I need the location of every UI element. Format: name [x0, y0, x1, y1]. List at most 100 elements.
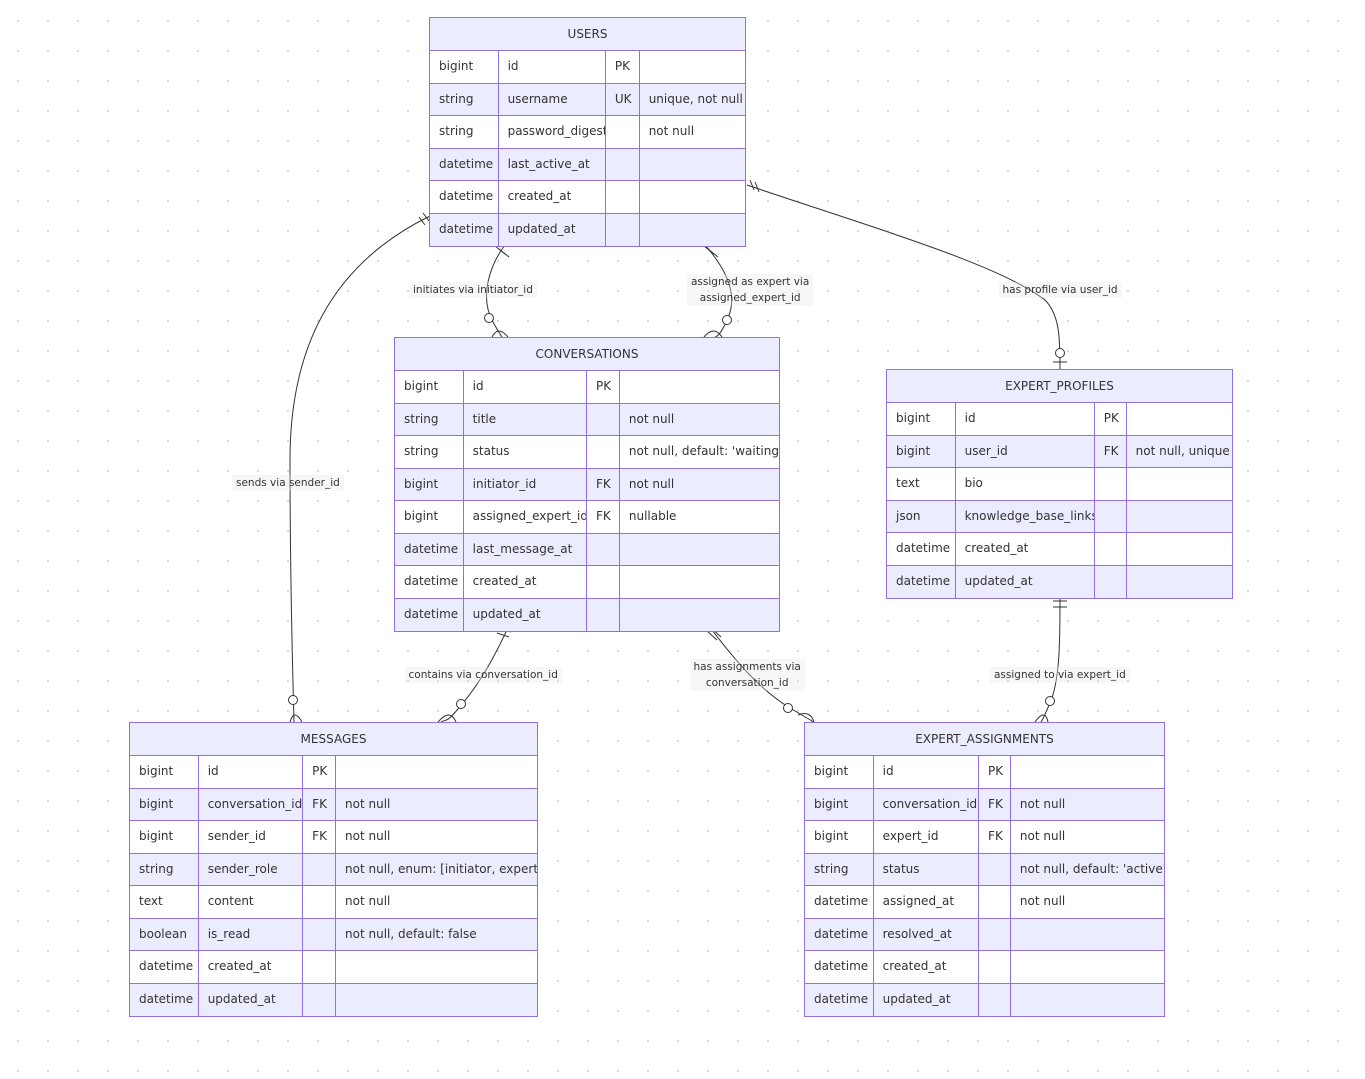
- attribute-type: datetime: [430, 181, 499, 213]
- attribute-name: created_at: [874, 951, 980, 983]
- attribute-key: [606, 116, 640, 148]
- crows-foot-marker: [289, 714, 303, 723]
- exactly-one-marker: [707, 248, 719, 258]
- relationship-label-users-expert-profiles: has profile via user_id: [998, 282, 1122, 298]
- relationship-label-line: has assignments via: [693, 661, 801, 673]
- attribute-name: last_active_at: [499, 148, 606, 180]
- attribute-type: string: [805, 853, 874, 885]
- entity-title: EXPERT_PROFILES: [887, 370, 1232, 403]
- attribute-comment: nullable: [628, 509, 677, 523]
- attribute-comment: [1127, 566, 1232, 599]
- attribute-type: boolean: [130, 918, 199, 950]
- attribute-comment: [1011, 756, 1164, 788]
- attribute-name: assigned_at: [874, 886, 980, 918]
- attribute-name: id: [499, 51, 606, 83]
- attribute-key: FK: [1095, 435, 1127, 467]
- attribute-type: datetime: [430, 148, 499, 180]
- attribute-comment: [620, 534, 779, 566]
- zero-marker: [783, 703, 793, 713]
- attribute-comment: [640, 51, 745, 83]
- attribute-key: [606, 213, 640, 246]
- attribute-name: updated_at: [956, 565, 1095, 598]
- relationship-label-conversations-expert-assignments: has assignments via conversation_id: [689, 659, 805, 691]
- relationship-label-conversations-messages: contains via conversation_id: [404, 667, 562, 683]
- attribute-comment: [336, 951, 537, 983]
- exactly-one-marker: [706, 630, 718, 641]
- attribute-type: datetime: [805, 983, 874, 1016]
- attribute-key: PK: [303, 756, 337, 788]
- attribute-type: string: [395, 403, 464, 435]
- entity-title: EXPERT_ASSIGNMENTS: [805, 723, 1164, 756]
- attribute-key: [1095, 500, 1127, 532]
- attribute-type: json: [887, 500, 956, 532]
- attribute-type: datetime: [805, 918, 874, 950]
- attribute-comment: [1011, 951, 1164, 983]
- attribute-name: assigned_expert_id: [464, 501, 587, 533]
- attribute-comment: [620, 599, 779, 632]
- attribute-type: datetime: [130, 951, 199, 983]
- crows-foot-marker: [703, 330, 723, 338]
- relationship-label-users-conversations-initiator: initiates via initiator_id: [409, 282, 537, 298]
- zero-marker: [1045, 696, 1055, 706]
- attribute-key: FK: [587, 501, 620, 533]
- attribute-key: [979, 951, 1011, 983]
- attribute-type: bigint: [130, 756, 199, 788]
- attribute-name: conversation_id: [199, 788, 304, 820]
- entity-title: USERS: [430, 18, 745, 51]
- attribute-key: [303, 951, 337, 983]
- attribute-key: [1095, 533, 1127, 565]
- attribute-name: created_at: [199, 951, 304, 983]
- attribute-comment: [1011, 984, 1164, 1017]
- relationship-label-line: conversation_id: [705, 677, 789, 689]
- attribute-name: content: [199, 886, 304, 918]
- attribute-name: sender_role: [199, 853, 304, 885]
- attribute-name: created_at: [499, 181, 606, 213]
- attribute-type: datetime: [395, 598, 464, 631]
- attribute-key: [303, 918, 337, 950]
- attribute-type: datetime: [805, 886, 874, 918]
- attribute-name: updated_at: [874, 983, 980, 1016]
- attribute-key: FK: [979, 788, 1011, 820]
- relationship-label-line: has profile via user_id: [1002, 284, 1118, 296]
- attribute-key: FK: [303, 788, 337, 820]
- attribute-type: bigint: [130, 821, 199, 853]
- exactly-one-marker: [498, 248, 510, 258]
- attribute-comment: [1127, 501, 1232, 533]
- zero-marker: [456, 699, 466, 709]
- attribute-comment: [1127, 533, 1232, 565]
- relationship-label-line: assigned as expert via: [691, 276, 810, 288]
- attribute-name: status: [464, 436, 587, 468]
- attribute-comment: [640, 149, 745, 181]
- attribute-type: bigint: [395, 501, 464, 533]
- attribute-name: expert_id: [874, 821, 980, 853]
- attribute-comment: [640, 214, 745, 247]
- attribute-key: [587, 533, 620, 565]
- attribute-key: [979, 983, 1011, 1016]
- attribute-key: PK: [587, 371, 620, 403]
- attribute-comment: [336, 756, 537, 788]
- attribute-comment: not null, unique: [1135, 443, 1230, 458]
- attribute-name: is_read: [199, 918, 304, 950]
